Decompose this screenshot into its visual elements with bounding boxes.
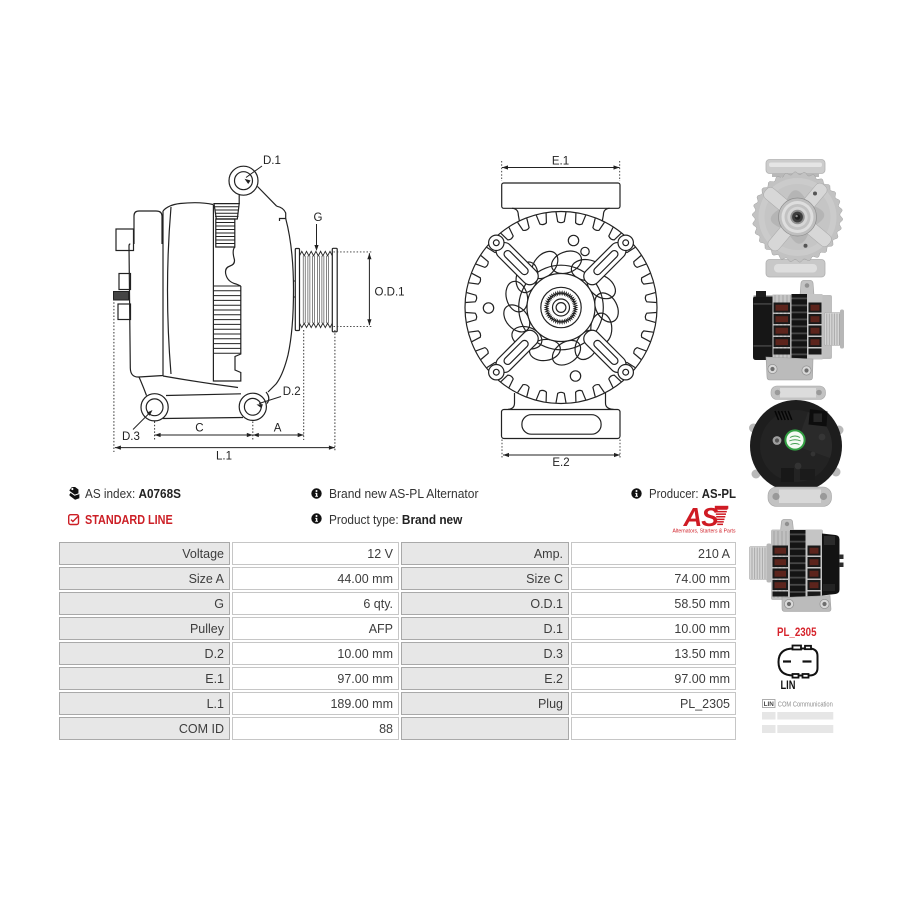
svg-text:E.2: E.2 (552, 457, 569, 469)
svg-text:D.1: D.1 (263, 155, 281, 167)
svg-text:A: A (274, 423, 282, 435)
svg-text:E.1: E.1 (552, 156, 569, 168)
svg-text:L.1: L.1 (216, 451, 232, 463)
svg-text:COM Communication: COM Communication (778, 699, 833, 708)
svg-text:D.3: D.3 (122, 431, 140, 443)
svg-text:AS: AS (683, 502, 720, 532)
svg-text:LIN: LIN (781, 678, 796, 692)
svg-text:LIN: LIN (764, 701, 775, 708)
svg-text:O.D.1: O.D.1 (375, 287, 405, 299)
svg-text:G: G (314, 212, 323, 224)
svg-text:PL_2305: PL_2305 (777, 625, 817, 639)
svg-text:Alternators, Starters & Parts: Alternators, Starters & Parts (673, 529, 736, 535)
svg-text:C: C (195, 423, 203, 435)
svg-text:D.2: D.2 (283, 386, 301, 398)
